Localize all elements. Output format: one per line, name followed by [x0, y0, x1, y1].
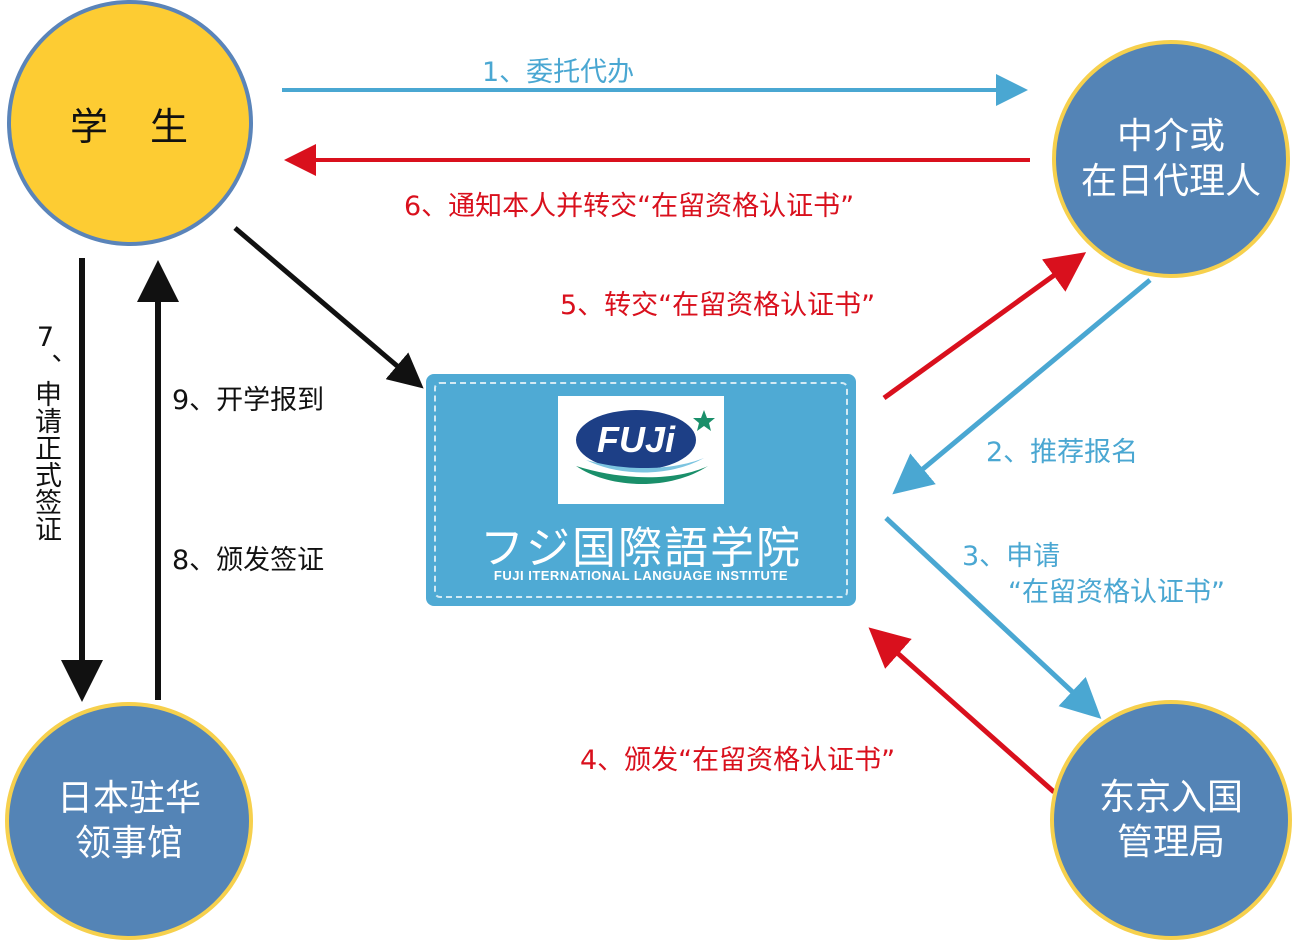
- fuji-logo-icon: FUJi: [576, 410, 715, 485]
- student-node: 学 生: [7, 0, 253, 246]
- step5-label: 5、转交“在留资格认证书”: [560, 290, 876, 321]
- logo-text: FUJi: [597, 419, 676, 460]
- step1-label: 1、委托代办: [482, 57, 635, 88]
- arrow-step4: [868, 627, 1056, 794]
- school-card: FUJi フジ国際語学院 FUJI ITERNATIONAL LANGUAGE …: [426, 374, 856, 606]
- arrow-step3: [884, 516, 1102, 719]
- step8-label: 8、颁发签证: [172, 545, 325, 576]
- student-label: 学 生: [69, 104, 190, 149]
- agent-label: 中介或 在日代理人: [1080, 116, 1261, 202]
- consulate-node: 日本驻华 领事馆: [5, 702, 253, 940]
- school-name-en: FUJI ITERNATIONAL LANGUAGE INSTITUTE: [493, 568, 789, 583]
- immigration-label: 东京入国 管理局: [1098, 777, 1243, 863]
- step9-label: 9、开学报到: [172, 385, 325, 416]
- school-name-jp: フジ国際語学院: [480, 523, 802, 574]
- arrow-step5: [882, 252, 1087, 401]
- fuji-logo: FUJi: [558, 396, 724, 504]
- agent-node: 中介或 在日代理人: [1052, 40, 1290, 278]
- step6-label: 6、通知本人并转交“在留资格认证书”: [404, 191, 855, 222]
- step3-label-line2: “在留资格认证书”: [1008, 577, 1225, 608]
- immigration-node: 东京入国 管理局: [1050, 700, 1292, 940]
- step3-label-line1: 3、申请: [962, 541, 1061, 572]
- step7-label: 7、申请正式签证: [30, 322, 61, 542]
- consulate-label: 日本驻华 领事馆: [56, 778, 201, 864]
- card-dashed-border: [434, 382, 848, 598]
- arrow-student-school: [233, 226, 424, 389]
- step2-label: 2、推荐报名: [986, 437, 1139, 468]
- step4-label: 4、颁发“在留资格认证书”: [580, 745, 896, 776]
- arrow-step2: [892, 278, 1152, 495]
